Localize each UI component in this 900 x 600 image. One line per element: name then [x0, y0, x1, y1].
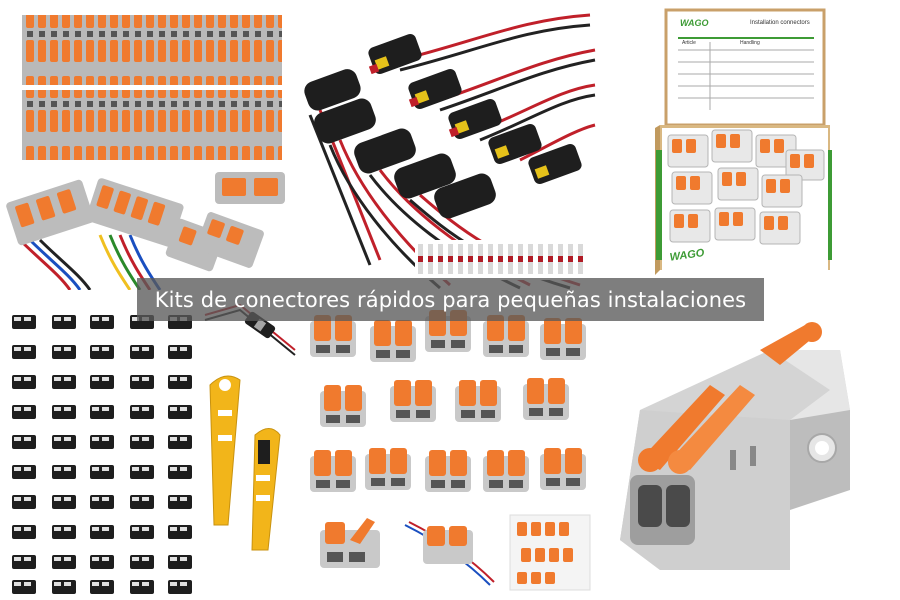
black-plugs — [304, 33, 582, 219]
connector-strip-top — [22, 15, 282, 85]
yellow-wire-stripper-image — [204, 303, 296, 551]
closeup-two-way-connector-image — [620, 322, 850, 570]
wago-connectors-inside — [667, 129, 825, 245]
wago-connector-box-image: WAGO — [655, 8, 832, 275]
tile-wago-box: WAGO WAGO Installation connectors Articl… — [600, 0, 900, 290]
wago-sheet-title: Installation connectors — [750, 20, 810, 26]
wago-sheet-logo: WAGO — [680, 18, 709, 28]
seal-rings — [368, 56, 550, 179]
closeup-orange-levers — [638, 322, 822, 474]
tile-waterproof-plugs — [300, 0, 600, 290]
tile-closeup-connector — [600, 310, 900, 600]
stripper-tool-left — [209, 375, 241, 526]
tile-wire-strippers — [200, 300, 300, 560]
connector-strip-bottom — [22, 90, 282, 160]
wired-connectors — [6, 172, 285, 290]
waterproof-connector-pairs-image — [304, 13, 600, 290]
tile-orange-lever-grid — [305, 300, 595, 600]
stripper-tool-right — [251, 428, 281, 551]
box-logo-print: WAGO — [669, 247, 706, 264]
crimp-terminals — [415, 240, 600, 280]
tile-lever-strips — [0, 0, 300, 290]
caption-banner: Kits de conectores rápidos para pequeñas… — [137, 278, 764, 321]
lever-connector-examples — [320, 514, 591, 591]
black-connector-rows — [12, 315, 192, 594]
wago-sheet-col-handling: Handling — [740, 40, 760, 46]
black-connector-grid-image — [12, 315, 192, 594]
wago-sheet-col-article: Article — [682, 40, 696, 46]
orange-lever-connectors-image — [310, 310, 591, 591]
tile-black-connectors — [0, 300, 205, 600]
caption-text: Kits de conectores rápidos para pequeñas… — [154, 287, 747, 312]
lever-connector-rows — [310, 310, 586, 492]
lever-connector-strips-image — [6, 15, 285, 290]
